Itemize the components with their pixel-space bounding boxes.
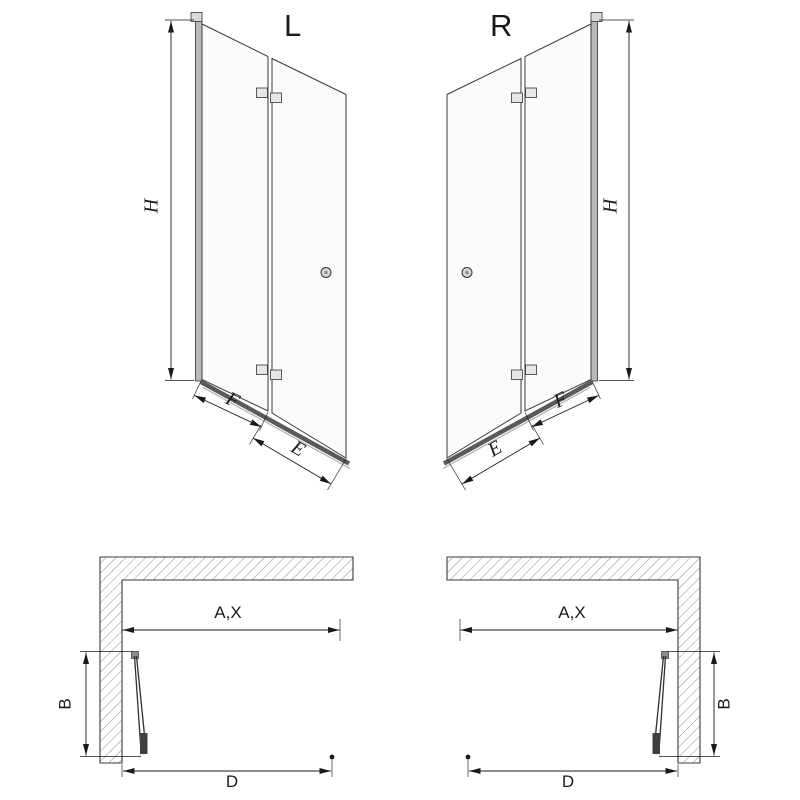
- glass-panel-wall-side: [201, 23, 269, 412]
- perspective-view-left: L H F E: [141, 8, 351, 491]
- dimension-line-e: [461, 437, 541, 485]
- variant-label-right: R: [490, 8, 512, 43]
- dimension-line-f: [531, 395, 599, 428]
- perspective-view-right: R H F E: [442, 8, 634, 491]
- folded-panel-line: [133, 655, 142, 752]
- door-bracket: [140, 733, 148, 754]
- wall-section-hatched: [99, 556, 354, 764]
- fold-hinge-bottom: [256, 364, 268, 375]
- fold-hinge-bottom: [525, 364, 537, 375]
- plan-view-right: A,X B D: [446, 556, 734, 791]
- dim-label-fold-depth: B: [715, 698, 734, 709]
- fold-hinge-top: [256, 87, 268, 98]
- fold-hinge-bottom: [270, 369, 282, 380]
- dim-label-f: F: [221, 387, 243, 413]
- dim-label-overall-width: A,X: [558, 603, 585, 622]
- wall-profile: [590, 19, 598, 382]
- door-knob-center: [324, 270, 328, 275]
- wall-profile: [195, 19, 203, 382]
- dim-label-clear-width: D: [226, 772, 238, 791]
- glass-panel-wall-side: [524, 23, 592, 412]
- door-stop-point: [465, 754, 471, 760]
- plan-view-left: A,X B D: [56, 556, 354, 791]
- fold-hinge-top: [525, 87, 537, 98]
- dim-label-e: E: [483, 436, 506, 462]
- top-bracket: [190, 12, 203, 22]
- door-bracket: [652, 733, 660, 754]
- dim-label-e: E: [286, 436, 309, 462]
- fold-hinge-bottom: [511, 369, 523, 380]
- glass-panel-outer: [271, 57, 347, 459]
- wall-section-hatched: [446, 556, 701, 764]
- door-knob-center: [465, 270, 469, 275]
- fold-hinge-top: [270, 92, 282, 103]
- dim-label-overall-width: A,X: [214, 603, 241, 622]
- dimension-line-e: [252, 437, 332, 485]
- glass-panel-outer: [446, 57, 522, 459]
- door-stop-point: [329, 754, 335, 760]
- dim-label-height: H: [600, 197, 622, 214]
- dim-label-fold-depth: B: [56, 698, 75, 709]
- top-bracket: [590, 12, 603, 22]
- fold-hinge-top: [511, 92, 523, 103]
- dim-label-clear-width: D: [562, 772, 574, 791]
- dim-label-height: H: [141, 197, 163, 214]
- dimension-line-f: [194, 395, 262, 428]
- variant-label-left: L: [284, 8, 301, 43]
- folded-panel-line: [658, 655, 667, 752]
